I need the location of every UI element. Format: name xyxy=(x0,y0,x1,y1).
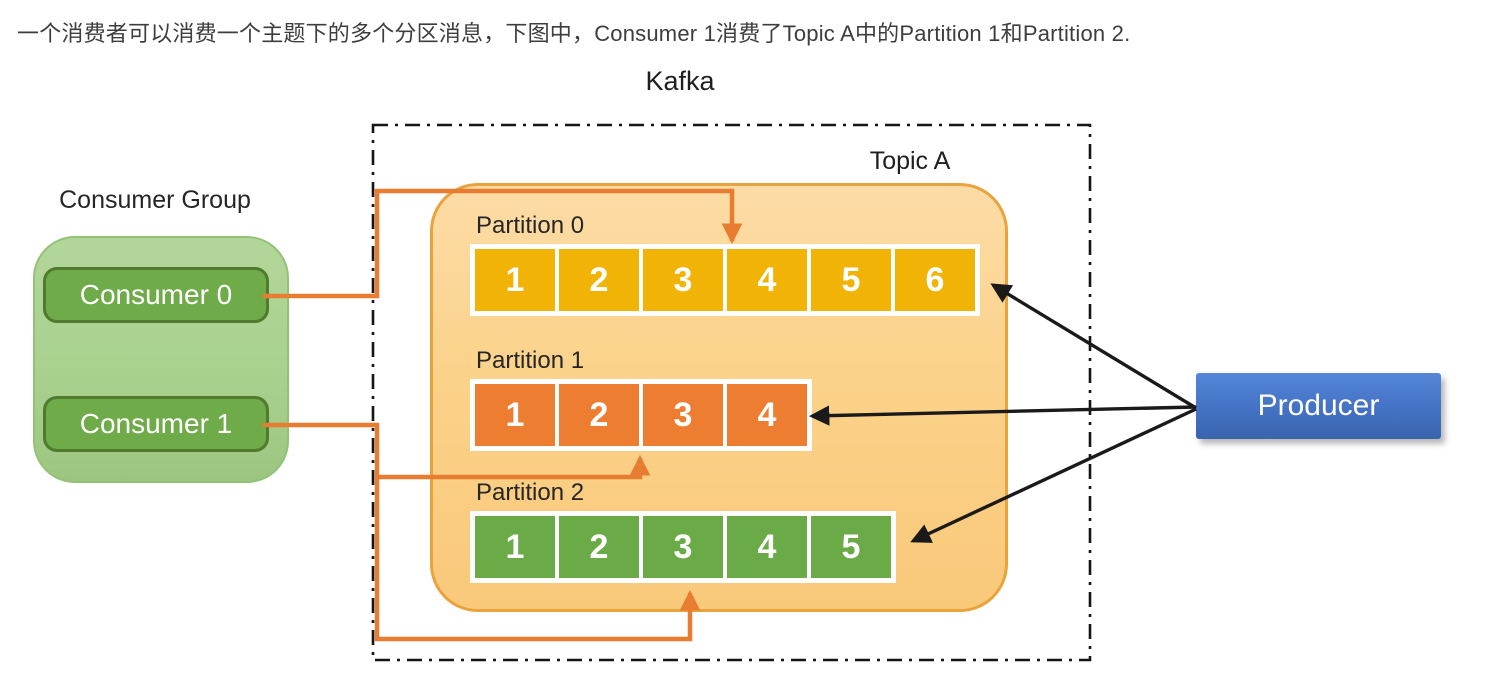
producer-box: Producer xyxy=(1196,373,1441,439)
message-cell: 4 xyxy=(727,516,807,578)
kafka-title: Kafka xyxy=(645,66,715,96)
consumer-0-box: Consumer 0 xyxy=(43,267,269,323)
message-cell: 4 xyxy=(727,249,807,311)
consumer-group-label: Consumer Group xyxy=(59,186,251,214)
message-cell: 1 xyxy=(475,384,555,446)
message-cell: 2 xyxy=(559,384,639,446)
message-cell: 3 xyxy=(643,249,723,311)
partition-label: Partition 2 xyxy=(476,479,585,506)
caption-text: 一个消费者可以消费一个主题下的多个分区消息，下图中，Consumer 1消费了T… xyxy=(17,21,1131,46)
message-cell: 1 xyxy=(475,516,555,578)
partition-label: Partition 1 xyxy=(476,347,585,374)
message-cell: 2 xyxy=(559,516,639,578)
message-cell: 1 xyxy=(475,249,555,311)
message-cell: 6 xyxy=(895,249,975,311)
producer-to-partition0-arrow xyxy=(990,283,1197,410)
message-cell: 5 xyxy=(811,249,891,311)
consumer-1-box: Consumer 1 xyxy=(43,396,269,452)
message-cell: 3 xyxy=(643,384,723,446)
partition-label: Partition 0 xyxy=(476,212,585,239)
message-cell: 5 xyxy=(811,516,891,578)
topic-a-label: Topic A xyxy=(869,147,951,175)
message-cell: 2 xyxy=(559,249,639,311)
message-cell: 4 xyxy=(727,384,807,446)
message-cell: 3 xyxy=(643,516,723,578)
